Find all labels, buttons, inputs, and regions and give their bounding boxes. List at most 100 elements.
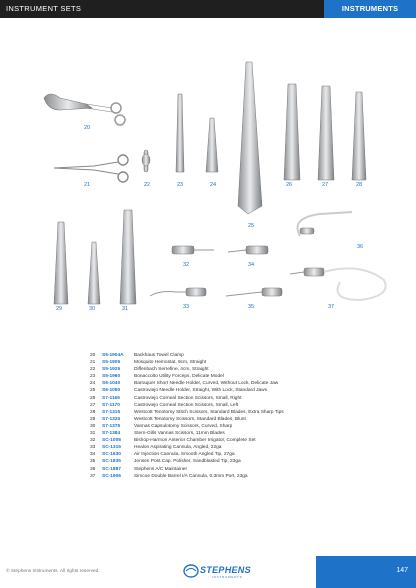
header-bar: INSTRUMENT SETS INSTRUMENTS xyxy=(0,0,416,18)
item-description: Bishop-Harmon Anterior Chamber Irrigator… xyxy=(134,438,256,444)
figure-number: 37 xyxy=(328,304,335,310)
list-item: 27 S7-1170 Castroviejo Corneal Section Sci… xyxy=(90,402,390,409)
item-code: SC-1005 xyxy=(102,438,121,444)
short-needle-holder-illustration xyxy=(205,117,219,173)
figure-number: 24 xyxy=(210,182,217,188)
brand-subtitle: INSTRUMENTS xyxy=(212,575,243,579)
item-code: S6-1040 xyxy=(102,381,121,387)
item-code: SC-1887 xyxy=(102,466,121,472)
figure-number: 30 xyxy=(89,306,96,312)
list-item: 29 S7-1325 Westcott Tenotomy Scissors, Sta… xyxy=(90,416,390,423)
item-description: Westcott Tenotomy Stitch Scissors, Stand… xyxy=(134,409,284,415)
aspirating-cannula-illustration xyxy=(149,287,207,297)
polisher-illustration xyxy=(225,287,283,297)
list-item: 24 S6-1040 Barraquer Short Needle Holder, … xyxy=(90,380,390,387)
item-description: Westcott Tenotomy Scissors, Standard Bla… xyxy=(134,416,246,422)
item-description: Bonaccolto Utility Forceps, Delicate Mod… xyxy=(134,374,224,380)
item-code: SC-1315 xyxy=(102,445,121,451)
item-code: S5-1905 xyxy=(102,360,121,366)
figure-number: 23 xyxy=(177,182,184,188)
irrigator-illustration xyxy=(171,245,214,255)
small-scissors-illustration xyxy=(53,209,137,305)
list-item: 23 S5-1960 Bonaccolto Utility Forceps, Del… xyxy=(90,373,390,380)
figure-number: 25 xyxy=(248,223,255,229)
item-code: S5-1904A xyxy=(102,353,124,358)
figure-number: 32 xyxy=(183,262,190,268)
item-code: SC-1630 xyxy=(102,452,121,458)
figure-number: 22 xyxy=(144,182,151,188)
figure-number: 27 xyxy=(322,182,329,188)
item-code: SC-1906 xyxy=(102,473,121,479)
item-description: Jensen Post.Cap. Polisher, Sandblasted T… xyxy=(134,459,241,465)
copyright-text: © Stephens Instruments. All rights reser… xyxy=(6,569,100,574)
item-number: 31 xyxy=(90,431,96,437)
item-code: S5-1925 xyxy=(102,367,121,373)
page-number: 147 xyxy=(396,567,408,574)
item-code: S7-1375 xyxy=(102,423,121,429)
item-description: Simcoe Double Barrel I/A Cannula, 0.3mm … xyxy=(134,473,248,479)
list-item: 28 S7-1315 Westcott Tenotomy Stitch Scisso… xyxy=(90,409,390,416)
item-number: 36 xyxy=(90,466,96,472)
air-injection-cannula-illustration xyxy=(227,245,269,255)
item-number: 22 xyxy=(90,367,96,373)
figure-number: 34 xyxy=(248,262,255,268)
item-number: 35 xyxy=(90,459,96,465)
corneal-scissors-illustration xyxy=(283,83,367,181)
item-number: 27 xyxy=(90,402,96,408)
figure-number: 20 xyxy=(84,125,91,131)
item-description: Barraquer Short Needle Holder, Curved, W… xyxy=(134,381,279,387)
instrument-illustrations xyxy=(43,61,387,305)
towel-clamp-illustration xyxy=(43,93,126,126)
item-description: Mosquito Hemostat, 9cm, Straight xyxy=(134,360,207,366)
figure-number: 29 xyxy=(56,306,63,312)
item-description: Castroviejo Corneal Section Scissors, Sm… xyxy=(134,395,242,401)
section-title: INSTRUMENT SETS xyxy=(6,4,82,13)
item-description: Healon Aspirating Cannula, Angled, 22ga xyxy=(134,445,222,451)
item-number: 37 xyxy=(90,473,96,479)
figure-number: 36 xyxy=(357,244,364,250)
item-number: 23 xyxy=(90,374,96,380)
item-description: Backhaus Towel Clamp xyxy=(134,353,184,358)
category-tab: INSTRUMENTS xyxy=(324,0,416,18)
item-code: S5-1960 xyxy=(102,374,121,380)
castroviejo-needle-holder-illustration xyxy=(237,61,263,215)
item-number: 20 xyxy=(90,353,96,358)
figure-number: 33 xyxy=(183,304,190,310)
item-number: 24 xyxy=(90,381,96,387)
figure-number: 21 xyxy=(84,182,91,188)
item-number: 28 xyxy=(90,409,96,415)
item-code: S6-1050 xyxy=(102,388,121,394)
figure-number: 35 xyxy=(248,304,255,310)
figure-number: 31 xyxy=(122,306,129,312)
item-number: 32 xyxy=(90,438,96,444)
figure-number: 28 xyxy=(356,182,363,188)
list-item: 20 S5-1904A Backhaus Towel Clamp xyxy=(90,352,390,359)
list-item: 32 SC-1005 Bishop-Harmon Anterior Chamber … xyxy=(90,437,390,444)
item-description: Stephens A/C Maintainer xyxy=(134,466,188,472)
mosquito-hemostat-illustration xyxy=(53,154,129,183)
item-code: S7-1315 xyxy=(102,409,121,415)
list-item: 37 SC-1906 Simcoe Double Barrel I/A Cannul… xyxy=(90,473,390,480)
item-number: 30 xyxy=(90,423,96,429)
item-description: Air Injection Cannula, Smooth Angled Tip… xyxy=(134,452,235,458)
item-code: S7-1325 xyxy=(102,416,121,422)
item-number: 33 xyxy=(90,445,96,451)
figure-number: 26 xyxy=(286,182,293,188)
item-code: S7-1384 xyxy=(102,431,121,437)
item-description: Castroviejo Corneal Section Scissors, Sm… xyxy=(134,402,239,408)
item-code: S7-1170 xyxy=(102,402,120,408)
list-item: 36 SC-1887 Stephens A/C Maintainer xyxy=(90,466,390,473)
stephens-logo-icon xyxy=(183,564,199,578)
item-number: 29 xyxy=(90,416,96,422)
list-item: 22 S5-1925 Diffenbach Serrefine, 4cm, Stra… xyxy=(90,366,390,373)
item-description: Castroviejo Needle Holder, Straight, Wit… xyxy=(134,388,268,394)
item-description: Diffenbach Serrefine, 4cm, Straight xyxy=(134,367,209,373)
ac-maintainer-illustration xyxy=(296,211,353,237)
